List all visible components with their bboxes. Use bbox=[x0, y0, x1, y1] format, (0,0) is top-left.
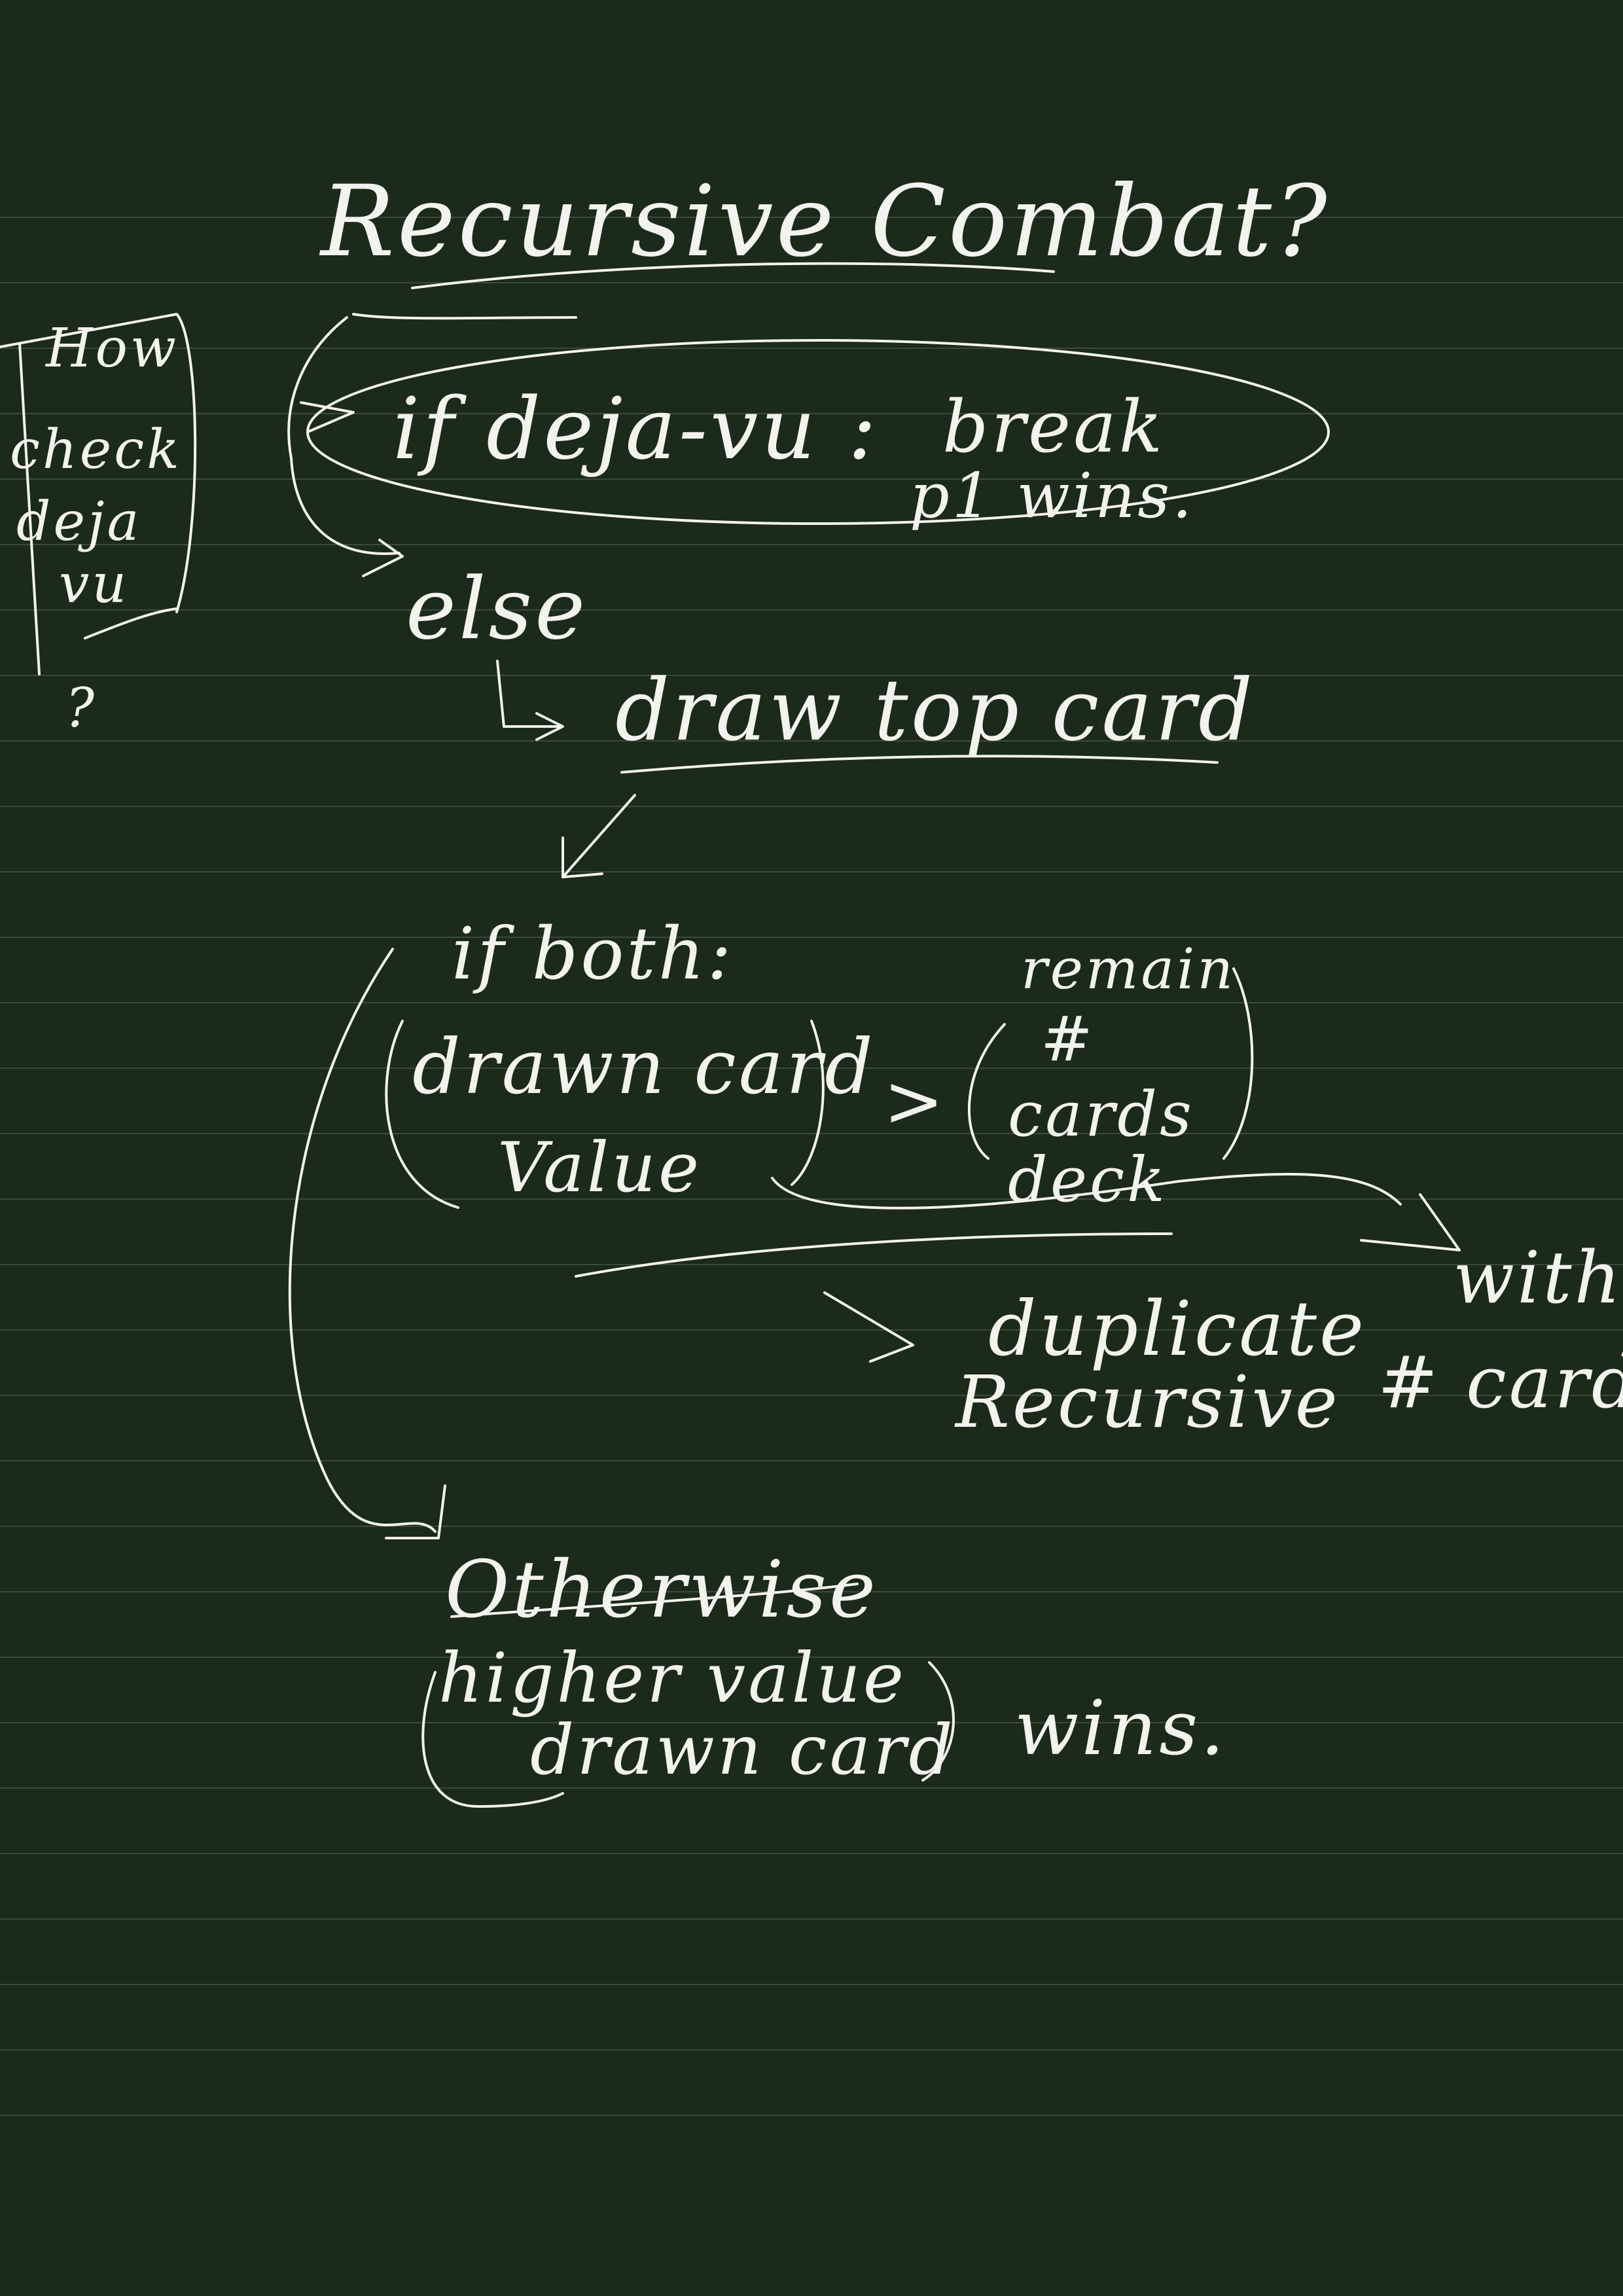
drawn-card-text: drawn card bbox=[412, 1024, 876, 1111]
deja-vu-bubble bbox=[306, 339, 1330, 525]
higher-value-text: higher value bbox=[438, 1638, 906, 1718]
side-note-question: ? bbox=[65, 677, 97, 740]
title-text: Recursive Combat? bbox=[319, 165, 1330, 279]
left-paren-2 bbox=[967, 1023, 1006, 1160]
remain-text: remain bbox=[1021, 937, 1236, 1002]
duplicate-text: duplicate bbox=[988, 1285, 1366, 1373]
otherwise-arrow bbox=[288, 948, 446, 1539]
down-arrow bbox=[562, 794, 636, 878]
value-text: Value bbox=[497, 1128, 702, 1208]
else-arrow bbox=[496, 660, 564, 741]
if-both-text: if both: bbox=[452, 912, 734, 996]
otherwise-underline bbox=[450, 1583, 859, 1618]
hash-text: # bbox=[1041, 1003, 1096, 1075]
cards-text: cards bbox=[1008, 1079, 1194, 1151]
loop-arrow bbox=[287, 313, 577, 577]
side-note-vu: vu bbox=[59, 553, 129, 615]
right-paren-1 bbox=[791, 1020, 825, 1186]
right-paren-3 bbox=[921, 1661, 955, 1782]
side-note-vu-underline bbox=[84, 607, 178, 639]
wins-text: wins. bbox=[1014, 1685, 1227, 1772]
divider-line bbox=[575, 1232, 1173, 1278]
title-underline bbox=[411, 262, 1055, 289]
with-text: with bbox=[1453, 1236, 1623, 1319]
right-paren-2 bbox=[1222, 967, 1254, 1160]
side-note-bracket bbox=[0, 313, 197, 675]
draw-top-card-text: draw top card bbox=[615, 660, 1255, 760]
break-text: break bbox=[942, 385, 1165, 469]
p1-wins-text: p1 wins. bbox=[910, 460, 1194, 532]
hash-card-text: # card bbox=[1378, 1340, 1623, 1424]
recursive-text: Recursive bbox=[954, 1360, 1340, 1444]
long-arrow-to-right bbox=[771, 1173, 1461, 1251]
drawn-card-2-text: drawn card bbox=[530, 1710, 955, 1790]
if-deja-vu-text: if deja-vu : bbox=[393, 379, 879, 478]
draw-top-card-underline bbox=[620, 755, 1219, 774]
side-note-how: How bbox=[45, 317, 179, 380]
else-text: else bbox=[406, 559, 588, 658]
deck-text: deck bbox=[1008, 1144, 1168, 1216]
side-note-check: check bbox=[10, 419, 182, 481]
loop-arrow-head bbox=[300, 401, 355, 433]
side-note-deja: deja bbox=[16, 491, 141, 553]
left-paren-3 bbox=[421, 1671, 564, 1808]
duplicate-arrow bbox=[823, 1291, 914, 1363]
greater-text: > bbox=[883, 1059, 946, 1143]
left-paren-1 bbox=[385, 1020, 459, 1209]
